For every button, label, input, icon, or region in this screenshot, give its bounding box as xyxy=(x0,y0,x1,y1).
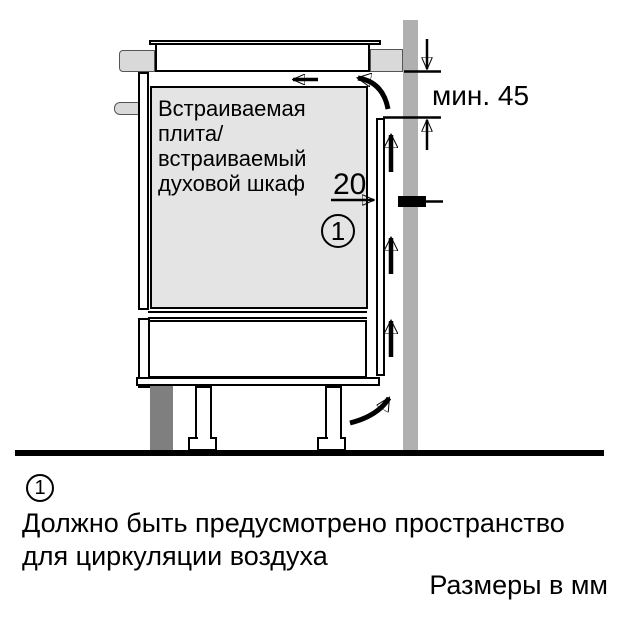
gap-dimension-value: 20 xyxy=(333,168,367,201)
countertop-right-section xyxy=(370,49,403,72)
cabinet-leg xyxy=(197,436,210,441)
oven-label-line: Встраиваемая xyxy=(158,96,306,121)
countertop-left-section xyxy=(119,50,155,72)
rear-vent-panel xyxy=(376,118,385,376)
footnote-text-line1: Должно быть предусмотрено пространство xyxy=(22,508,565,538)
floor-line xyxy=(15,450,604,456)
oven-label: Встраиваемая плита/ встраиваемый духовой… xyxy=(158,96,358,196)
wall-dimension-value: мин. 45 xyxy=(432,80,530,111)
cabinet-leg xyxy=(325,386,342,439)
cabinet-leg xyxy=(195,386,212,439)
airflow-curve-bottom-icon xyxy=(349,398,392,426)
cabinet-leg xyxy=(327,436,340,441)
footnote-marker-1: 1 xyxy=(26,474,54,502)
cabinet-drawer xyxy=(148,320,367,378)
oven-label-line: плита/ xyxy=(158,121,224,146)
plinth-block xyxy=(150,386,173,451)
cabinet-bottom-panel xyxy=(136,377,380,386)
hob-body xyxy=(155,43,370,72)
wall xyxy=(403,20,418,452)
units-note: Размеры в мм xyxy=(429,570,608,600)
oven-label-line: духовой шкаф xyxy=(158,171,305,196)
oven-label-line: встраиваемый xyxy=(158,146,307,171)
footnote-text-line2: для циркуляции воздуха xyxy=(22,541,328,571)
cabinet-left-bracket xyxy=(114,102,140,115)
cabinet-shelf-rail xyxy=(148,311,367,319)
callout-marker-1: 1 xyxy=(321,214,355,248)
cabinet-left-panel xyxy=(138,72,149,310)
